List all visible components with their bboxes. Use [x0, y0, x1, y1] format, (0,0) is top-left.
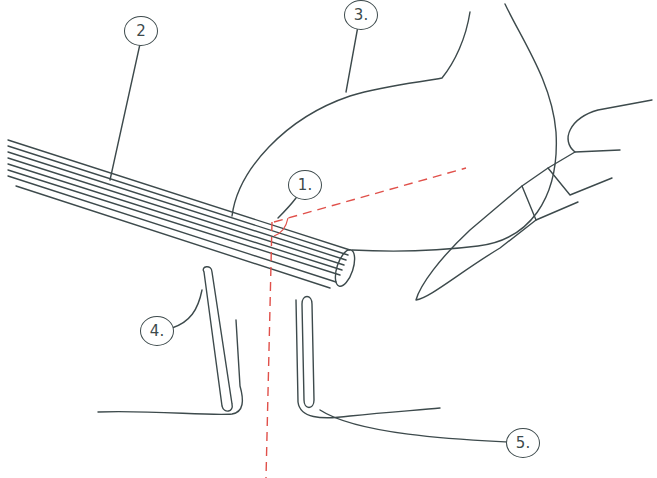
- bladder-outline: [232, 4, 556, 251]
- leader-line: [172, 290, 202, 328]
- leader-line: [346, 26, 358, 92]
- callout-number: 2: [124, 16, 158, 46]
- callout-number: 1.: [288, 170, 322, 200]
- leader-line: [278, 198, 296, 218]
- leader-line: [110, 44, 140, 180]
- callout-number: 3.: [344, 0, 378, 30]
- angle-arc: [274, 218, 288, 236]
- sacrum-vertebrae: [416, 100, 652, 300]
- callout-number: 5.: [506, 428, 540, 458]
- leader-line: [320, 410, 508, 442]
- catheter-tube: [8, 140, 358, 289]
- callout-number: 4.: [140, 316, 174, 346]
- angle-lines: [266, 168, 466, 478]
- pubic-bone-right: [296, 297, 440, 418]
- pubic-bone-left: [98, 267, 242, 415]
